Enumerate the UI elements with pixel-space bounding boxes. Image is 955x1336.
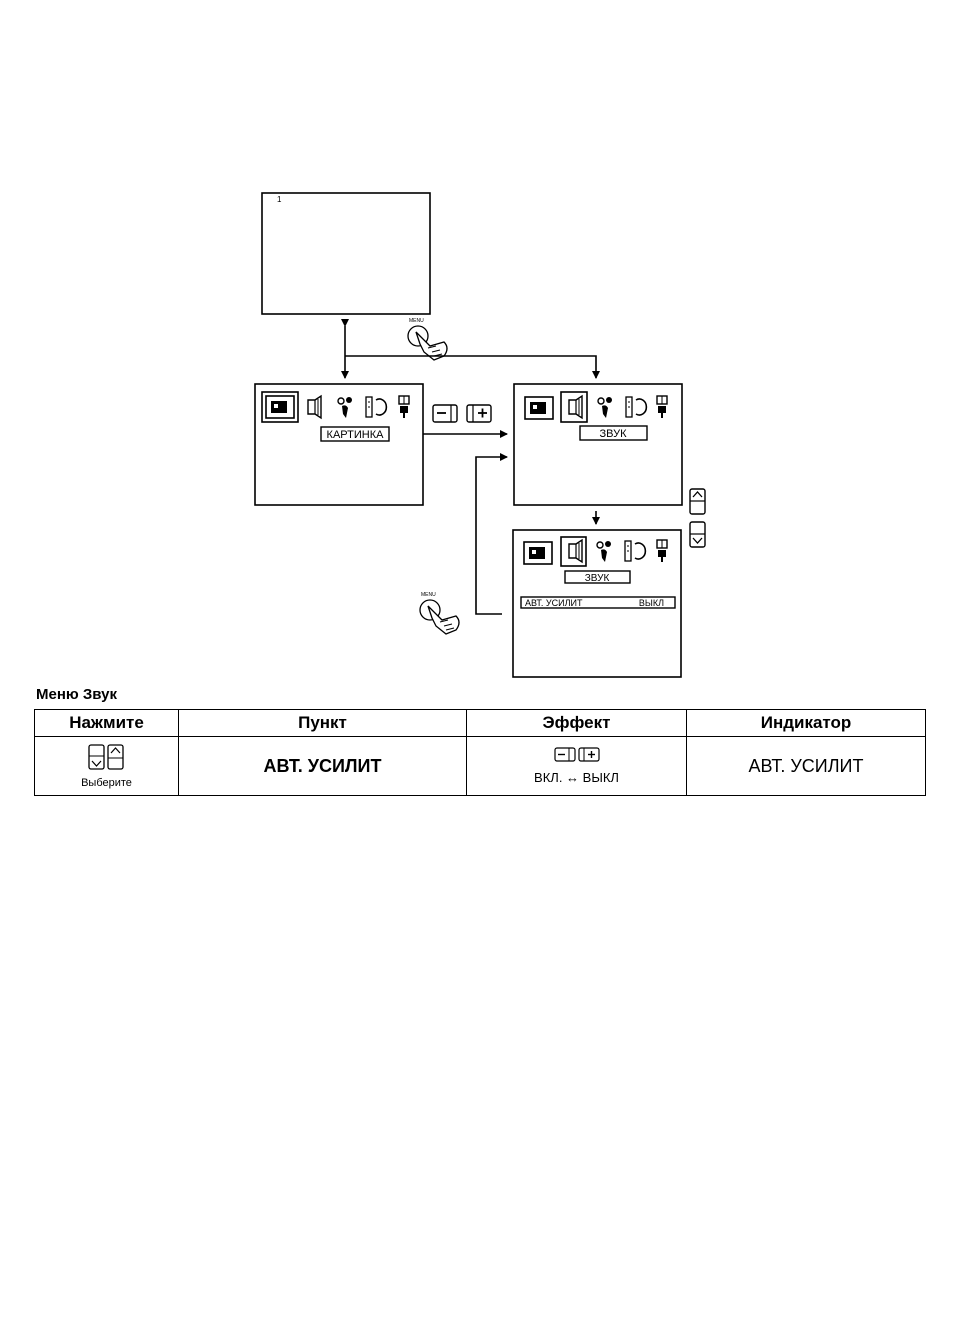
header-indicator: Индикатор (687, 710, 926, 737)
effect-text: ВКЛ. ↔ ВЫКЛ (467, 770, 686, 785)
arrow-tv-sound (345, 356, 596, 378)
arrow-back-to-sound (476, 457, 507, 614)
tv-screen (262, 193, 430, 314)
table-row: Выберите АВТ. УСИЛИТ ВКЛ. ↔ ВЫКЛ АВТ. УС… (35, 737, 926, 796)
menu-label-sound-2: ЗВУК (585, 573, 610, 584)
menu-label-picture: КАРТИНКА (327, 429, 385, 441)
channel-number: 1 (277, 195, 282, 204)
hand-press-icon (420, 600, 459, 634)
indicator-value: АВТ. УСИЛИТ (749, 756, 864, 776)
item-cell: АВТ. УСИЛИТ (179, 737, 467, 796)
indicator-cell: АВТ. УСИЛИТ (687, 737, 926, 796)
header-item: Пункт (179, 710, 467, 737)
menu-button-label: MENU (409, 318, 424, 324)
minus-plus-buttons-icon (554, 747, 600, 763)
hand-press-icon (408, 326, 447, 360)
up-down-buttons-icon (87, 743, 127, 771)
sound-menu-table: Нажмите Пункт Эффект Индикатор Выберите … (34, 709, 926, 796)
header-press: Нажмите (35, 710, 179, 737)
menu-item-name: АВТ. УСИЛИТ (525, 598, 583, 608)
header-effect: Эффект (467, 710, 687, 737)
menu-item-value: ВЫКЛ (639, 598, 664, 608)
effect-cell: ВКЛ. ↔ ВЫКЛ (467, 737, 687, 796)
item-value: АВТ. УСИЛИТ (264, 756, 382, 776)
press-caption: Выберите (35, 777, 178, 789)
table-title: Меню Звук (36, 686, 117, 703)
menu-label-sound: ЗВУК (599, 428, 627, 440)
press-cell: Выберите (35, 737, 179, 796)
table-header-row: Нажмите Пункт Эффект Индикатор (35, 710, 926, 737)
menu-button-label: MENU (421, 592, 436, 598)
menu-flow-diagram: 1 MENU КАРТИНКА ЗВУК ЗВУК (0, 0, 955, 690)
